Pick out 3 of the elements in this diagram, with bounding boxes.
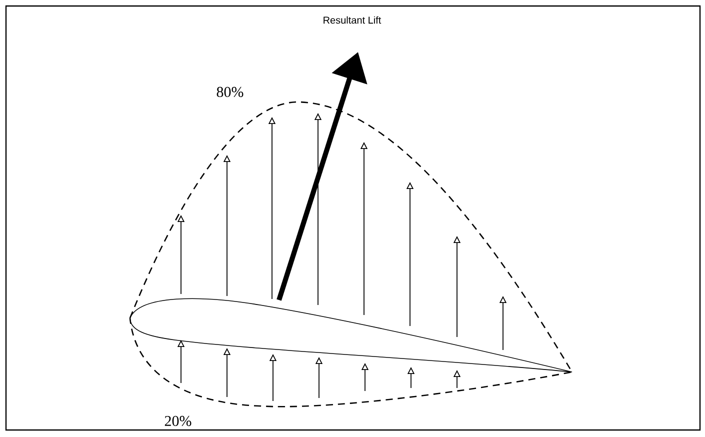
percent-label: 20% [164,416,192,426]
percent-label: 80% [216,86,244,98]
title: Resultant Lift [324,16,382,24]
